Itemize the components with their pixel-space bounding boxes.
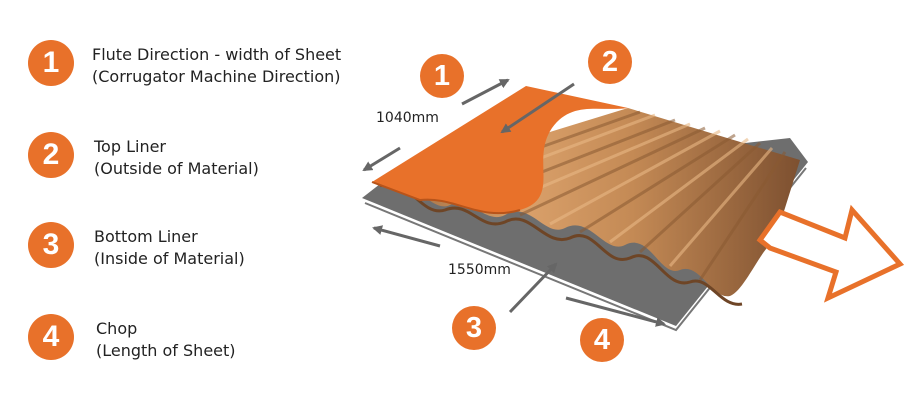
callout-1: 1 — [420, 54, 464, 98]
legend-title: Flute Direction - width of Sheet — [92, 45, 342, 64]
legend-subtitle: (Corrugator Machine Direction) — [92, 67, 341, 86]
legend-subtitle: (Inside of Material) — [94, 249, 245, 268]
number-badge: 3 — [28, 222, 74, 268]
legend-label: Top Liner (Outside of Material) — [94, 136, 259, 180]
legend-subtitle: (Length of Sheet) — [96, 341, 236, 360]
legend-label: Chop (Length of Sheet) — [96, 318, 236, 362]
length-dimension-label: 1550mm — [448, 262, 511, 278]
number-badge: 4 — [28, 314, 74, 360]
legend-title: Top Liner — [94, 137, 167, 156]
length-arrow-right — [565, 296, 666, 327]
legend-subtitle: (Outside of Material) — [94, 159, 259, 178]
width-arrow-up — [461, 78, 510, 106]
number-badge: 2 — [28, 132, 74, 178]
legend-title: Bottom Liner — [94, 227, 198, 246]
width-arrow-down — [362, 146, 401, 172]
width-dimension-label: 1040mm — [376, 110, 439, 126]
callout-3: 3 — [452, 306, 496, 350]
callout-2: 2 — [588, 40, 632, 84]
length-arrow-left — [372, 225, 441, 248]
chop-direction-arrow — [756, 204, 905, 303]
legend-label: Bottom Liner (Inside of Material) — [94, 226, 245, 270]
front-flute-edge — [379, 181, 743, 306]
top-liner-pointer — [500, 82, 575, 134]
callout-4: 4 — [580, 318, 624, 362]
legend-title: Chop — [96, 319, 138, 338]
bottom-liner-pointer — [508, 262, 558, 314]
number-badge: 1 — [28, 40, 74, 86]
legend-label: Flute Direction - width of Sheet (Corrug… — [92, 44, 341, 88]
top-liner — [372, 86, 628, 214]
